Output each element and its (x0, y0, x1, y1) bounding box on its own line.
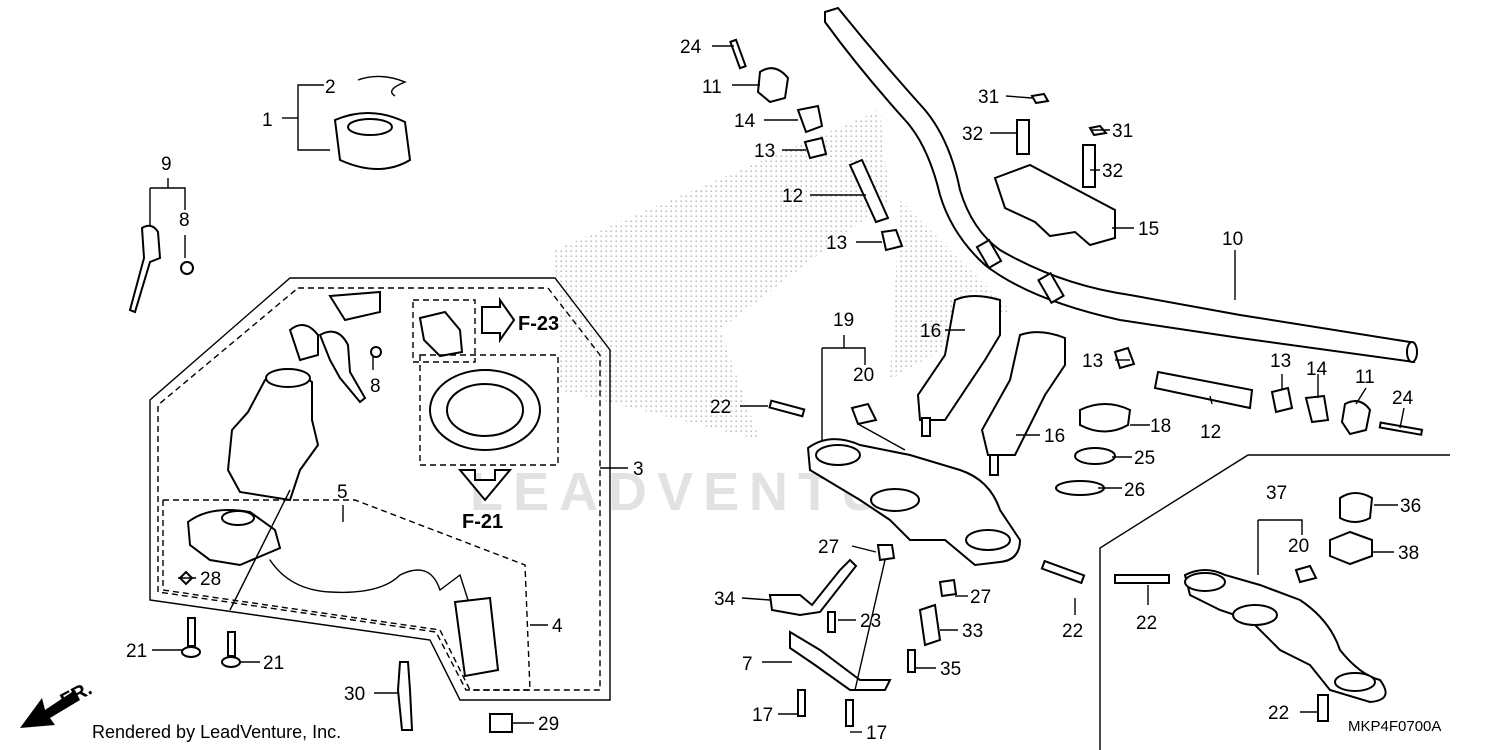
callout-28: 28 (200, 569, 221, 590)
callout-29: 29 (538, 714, 559, 735)
callout-17-b: 17 (866, 723, 887, 744)
top-bridge-bolts (768, 399, 1329, 722)
reference-f21: F-21 (462, 511, 503, 533)
callout-26: 26 (1124, 480, 1145, 501)
callout-32-b: 32 (1102, 161, 1123, 182)
callout-18: 18 (1150, 416, 1171, 437)
callout-24-right: 24 (1392, 388, 1414, 409)
callout-34: 34 (714, 589, 736, 610)
callout-32-a: 32 (962, 124, 983, 145)
ignition-fasteners (181, 489, 513, 733)
callout-8-key: 8 (179, 210, 190, 231)
callout-14-right: 14 (1306, 359, 1328, 380)
ignition-group-outline (149, 277, 628, 701)
callout-25: 25 (1134, 448, 1155, 469)
callout-2: 2 (325, 77, 336, 98)
front-direction-arrow (20, 690, 80, 728)
callout-35: 35 (940, 659, 961, 680)
callout-27-b: 27 (970, 587, 991, 608)
callout-5: 5 (337, 482, 348, 503)
callout-19: 19 (833, 310, 854, 331)
reference-f23: F-23 (518, 313, 559, 335)
left-bar-end (729, 38, 904, 252)
callout-31-b: 31 (1112, 121, 1133, 142)
reference-boxes (412, 296, 559, 502)
callout-9: 9 (161, 154, 172, 175)
callout-22-d: 22 (1268, 703, 1289, 724)
callout-11-right: 11 (1355, 367, 1375, 388)
callout-12-left: 12 (782, 186, 803, 207)
callout-7: 7 (742, 654, 753, 675)
callout-12-right: 12 (1200, 422, 1221, 443)
callout-17-a: 17 (752, 705, 773, 726)
callout-37: 37 (1266, 483, 1287, 504)
callout-15: 15 (1138, 219, 1159, 240)
diagram-code: MKP4F0700A (1348, 718, 1441, 735)
callout-4: 4 (552, 616, 563, 637)
callout-31-a: 31 (978, 87, 999, 108)
callout-3: 3 (633, 459, 644, 480)
right-bar-end (1113, 346, 1424, 436)
key-set (128, 178, 194, 314)
meter-stays (768, 544, 958, 727)
callout-20-a: 20 (853, 365, 874, 386)
callout-33: 33 (962, 621, 983, 642)
callout-8-switch: 8 (370, 376, 381, 397)
leader-lines (152, 45, 1405, 733)
callout-24-left: 24 (680, 37, 702, 58)
render-credit: Rendered by LeadVenture, Inc. (92, 722, 341, 742)
callout-38: 38 (1398, 543, 1419, 564)
callout-22-b: 22 (1062, 621, 1083, 642)
callout-16-b: 16 (1044, 426, 1065, 447)
callout-10: 10 (1222, 229, 1243, 250)
top-bridge (806, 402, 1132, 567)
callout-13-b: 13 (826, 233, 847, 254)
callout-13-c: 13 (1082, 351, 1103, 372)
callout-14-left: 14 (734, 111, 756, 132)
handlebar-lower-holders (916, 295, 1066, 476)
handlebar (824, 6, 1418, 364)
callout-23: 23 (860, 611, 881, 632)
callout-30: 30 (344, 684, 365, 705)
callout-22-a: 22 (710, 397, 731, 418)
ignition-switch (226, 290, 382, 502)
callout-1: 1 (262, 110, 273, 131)
wiring-harness (178, 505, 500, 678)
callout-22-c: 22 (1136, 613, 1157, 634)
callout-27-a: 27 (818, 537, 839, 558)
callout-20-b: 20 (1288, 536, 1309, 557)
ignition-cover (282, 75, 412, 170)
callout-21-b: 21 (263, 653, 284, 674)
callout-13-a: 13 (754, 141, 775, 162)
callout-16-a: 16 (920, 321, 941, 342)
callout-labels: 1 2 3 4 5 7 8 8 9 10 11 11 12 12 13 13 1… (126, 37, 1421, 744)
callout-36: 36 (1400, 496, 1421, 517)
alternate-top-bridge (1099, 454, 1450, 750)
callout-11-left: 11 (702, 77, 722, 98)
callout-21-a: 21 (126, 641, 147, 662)
callout-13-d: 13 (1270, 351, 1291, 372)
